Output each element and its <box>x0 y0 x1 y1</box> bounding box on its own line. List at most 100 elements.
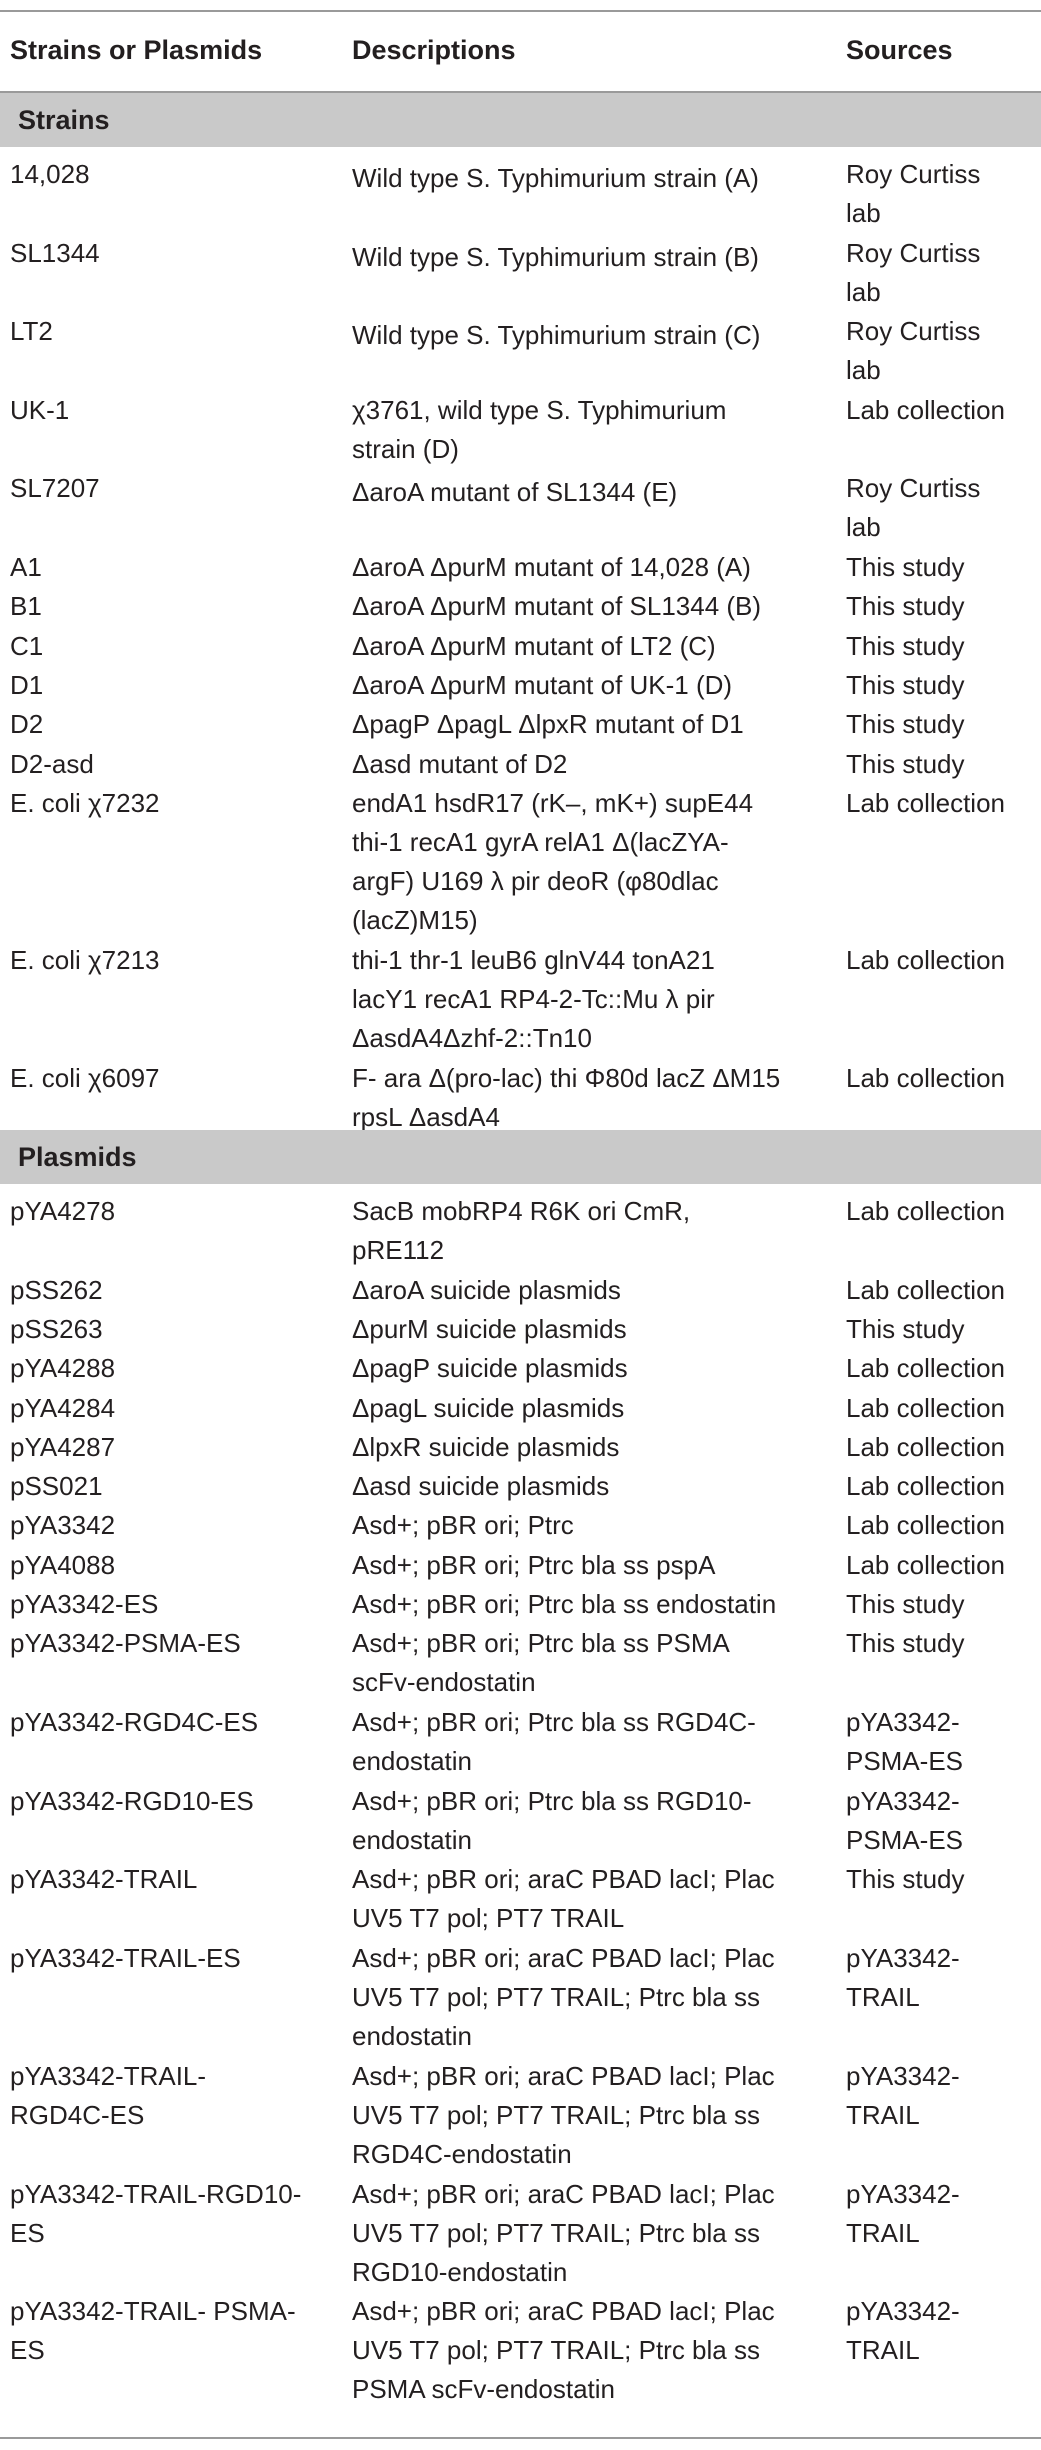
source: Lab collection <box>846 1431 1005 1462</box>
source: Lab collection <box>846 1392 1005 1423</box>
strain-or-plasmid-name: D2 <box>10 709 44 740</box>
strain-or-plasmid-name: SL7207 <box>10 473 100 504</box>
source: pYA3342- TRAIL <box>846 2296 960 2366</box>
strain-or-plasmid-name: pSS262 <box>10 1274 103 1305</box>
strain-or-plasmid-name: pYA3342-RGD4C-ES <box>10 1706 259 1737</box>
description: Wild type S. Typhimurium strain (B) <box>352 241 759 272</box>
description: Asd+; pBR ori; Ptrc bla ss RGD10- endost… <box>352 1785 752 1855</box>
source: Lab collection <box>846 1196 1005 1226</box>
description: Δasd suicide plasmids <box>352 1471 610 1502</box>
source: pYA3342- TRAIL <box>846 2178 960 2248</box>
strain-or-plasmid-name: pYA3342-TRAIL-RGD10- ES <box>10 2178 302 2248</box>
column-header-descriptions: Descriptions <box>352 35 516 65</box>
source: pYA3342- PSMA-ES <box>846 1706 964 1776</box>
source: Lab collection <box>846 1062 1005 1093</box>
source: This study <box>846 1628 965 1659</box>
description: Asd+; pBR ori; Ptrc <box>352 1510 574 1541</box>
source: Lab collection <box>846 787 1005 818</box>
source: Lab collection <box>846 394 1005 425</box>
top-rule <box>0 10 1041 12</box>
description: Asd+; pBR ori; araC PBAD lacI; Plac UV5 … <box>352 2296 775 2405</box>
source: pYA3342- PSMA-ES <box>846 1785 964 1855</box>
description: thi-1 thr-1 leuB6 glnV44 tonA21 lacY1 re… <box>352 945 715 1053</box>
source: Lab collection <box>846 1353 1005 1384</box>
description: ΔaroA ΔpurM mutant of 14,028 (A) <box>352 552 751 582</box>
source: Roy Curtiss lab <box>846 473 981 543</box>
description: Asd+; pBR ori; araC PBAD lacI; Plac UV5 … <box>352 2178 775 2287</box>
strain-or-plasmid-name: E. coli χ6097 <box>10 1062 160 1093</box>
strain-or-plasmid-name: 14,028 <box>10 159 90 189</box>
strain-or-plasmid-name: A1 <box>10 552 42 582</box>
description: ΔpurM suicide plasmids <box>352 1313 627 1344</box>
source: This study <box>846 1313 965 1344</box>
source: Roy Curtiss lab <box>846 237 981 307</box>
description: Asd+; pBR ori; Ptrc bla ss RGD4C- endost… <box>352 1706 756 1776</box>
strain-or-plasmid-name: pYA3342-RGD10-ES <box>10 1785 254 1816</box>
description: ΔaroA ΔpurM mutant of UK-1 (D) <box>352 669 733 700</box>
description: ΔpagP ΔpagL ΔlpxR mutant of D1 <box>352 709 744 740</box>
section-band-plasmids: Plasmids <box>0 1130 1041 1184</box>
strain-or-plasmid-name: pYA3342 <box>10 1510 116 1541</box>
strain-or-plasmid-name: pSS263 <box>10 1313 103 1344</box>
source: This study <box>846 669 965 700</box>
source: Lab collection <box>846 1471 1005 1502</box>
description: χ3761, wild type S. Typhimurium strain (… <box>352 394 727 464</box>
description: Asd+; pBR ori; araC PBAD lacI; Plac UV5 … <box>352 2060 775 2169</box>
description: F- ara Δ(pro-lac) thi Φ80d lacZ ΔM15 rps… <box>352 1062 781 1132</box>
strain-or-plasmid-name: pYA3342-TRAIL- PSMA- ES <box>10 2296 296 2366</box>
source: pYA3342- TRAIL <box>846 1942 960 2012</box>
description: Wild type S. Typhimurium strain (C) <box>352 320 761 351</box>
description: Asd+; pBR ori; araC PBAD lacI; Plac UV5 … <box>352 1864 775 1934</box>
strain-or-plasmid-name: pYA3342-TRAIL-ES <box>10 1942 241 1973</box>
description: Wild type S. Typhimurium strain (A) <box>352 163 759 193</box>
column-header-strains-or-plasmids: Strains or Plasmids <box>10 35 263 65</box>
description: ΔlpxR suicide plasmids <box>352 1431 620 1462</box>
description: ΔaroA suicide plasmids <box>352 1274 621 1305</box>
description: ΔpagL suicide plasmids <box>352 1392 625 1423</box>
description: endA1 hsdR17 (rK–, mK+) supE44 thi-1 rec… <box>352 787 754 935</box>
source: This study <box>846 748 965 779</box>
source: Lab collection <box>846 1510 1005 1541</box>
header-rule <box>0 91 1041 93</box>
strain-or-plasmid-name: pYA4088 <box>10 1549 116 1580</box>
description: Asd+; pBR ori; Ptrc bla ss PSMA scFv-end… <box>352 1628 730 1698</box>
strain-or-plasmid-name: D2-asd <box>10 748 94 779</box>
source: Lab collection <box>846 945 1005 975</box>
strain-or-plasmid-name: D1 <box>10 669 44 700</box>
source: Lab collection <box>846 1549 1005 1580</box>
section-band-strains: Strains <box>0 93 1041 147</box>
bottom-rule <box>0 2437 1041 2439</box>
source: This study <box>846 591 965 622</box>
source: Roy Curtiss lab <box>846 159 981 228</box>
strain-or-plasmid-name: pYA3342-TRAIL <box>10 1864 198 1895</box>
description: ΔaroA mutant of SL1344 (E) <box>352 477 678 508</box>
description: Δasd mutant of D2 <box>352 748 568 779</box>
strain-or-plasmid-name: pYA4284 <box>10 1392 116 1423</box>
strain-or-plasmid-name: B1 <box>10 591 42 622</box>
description: Asd+; pBR ori; araC PBAD lacI; Plac UV5 … <box>352 1942 775 2051</box>
description: ΔaroA ΔpurM mutant of SL1344 (B) <box>352 591 762 622</box>
section-label: Plasmids <box>18 1142 137 1172</box>
strain-or-plasmid-name: E. coli χ7232 <box>10 787 160 818</box>
source: This study <box>846 1589 965 1619</box>
strain-or-plasmid-name: pYA3342-ES <box>10 1589 159 1619</box>
strain-or-plasmid-name: pYA3342-TRAIL- RGD4C-ES <box>10 2060 207 2130</box>
source: This study <box>846 1864 965 1895</box>
description: Asd+; pBR ori; Ptrc bla ss endostatin <box>352 1589 777 1619</box>
source: Lab collection <box>846 1274 1005 1305</box>
strain-or-plasmid-name: pYA4287 <box>10 1431 116 1462</box>
strain-or-plasmid-name: pYA4288 <box>10 1353 116 1384</box>
strain-or-plasmid-name: pYA4278 <box>10 1196 116 1226</box>
description: Asd+; pBR ori; Ptrc bla ss pspA <box>352 1549 716 1580</box>
source: pYA3342- TRAIL <box>846 2060 960 2130</box>
section-label: Strains <box>18 105 110 135</box>
strain-or-plasmid-name: E. coli χ7213 <box>10 945 160 975</box>
column-header-sources: Sources <box>846 35 953 65</box>
source: This study <box>846 630 965 661</box>
strain-or-plasmid-name: SL1344 <box>10 237 100 268</box>
source: Roy Curtiss lab <box>846 316 981 386</box>
description: SacB mobRP4 R6K ori CmR, pRE112 <box>352 1196 691 1265</box>
source: This study <box>846 709 965 740</box>
source: This study <box>846 552 965 582</box>
description: ΔpagP suicide plasmids <box>352 1353 628 1384</box>
